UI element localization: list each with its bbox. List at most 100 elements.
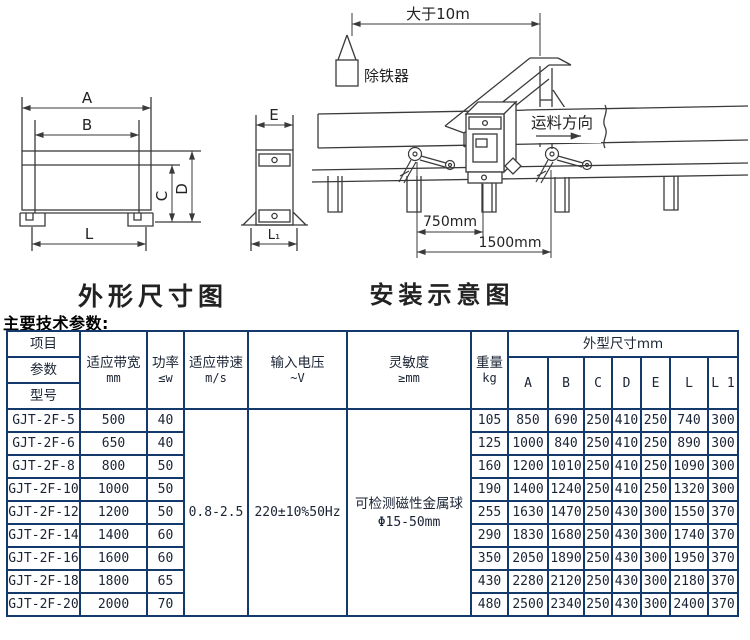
power-cell: 40 [146, 431, 185, 456]
power-cell: 50 [146, 477, 185, 502]
table-row: GJT-2F-20 2000 70 480 2500 2340 250 430 … [6, 592, 740, 617]
bandwidth-cell: 650 [79, 431, 148, 456]
dim-c-cell: 250 [583, 408, 613, 433]
dim-750-label: 750mm [423, 214, 477, 230]
dim-l1-cell: 370 [706, 569, 740, 594]
dim-a-cell: 1000 [507, 431, 549, 456]
dim-c-cell: 250 [583, 454, 613, 479]
weight-cell: 255 [470, 500, 509, 525]
dim-l1-cell: 300 [706, 431, 740, 456]
header-weight: 重量 kg [470, 330, 509, 410]
table-row: GJT-2F-18 1800 65 430 2280 2120 250 430 … [6, 569, 740, 594]
dim-c-cell: 250 [583, 431, 613, 456]
belt-break-line [603, 104, 607, 149]
bandwidth-cell: 500 [79, 408, 148, 433]
dim-a-cell: 1630 [507, 500, 549, 525]
distance-label: 大于10m [406, 5, 470, 23]
power-cell: 70 [146, 592, 185, 617]
dim-e-cell: 300 [640, 592, 671, 617]
dim-l1-cell: 300 [706, 477, 740, 502]
iron-remover-label: 除铁器 [364, 67, 409, 85]
dim-l1-cell: 370 [706, 592, 740, 617]
model-cell: GJT-2F-20 [6, 592, 81, 617]
dim-l-cell: 1320 [669, 477, 709, 502]
header-weight-label: 重量 [476, 354, 503, 371]
dim-e-cell: 250 [640, 408, 671, 433]
dim-l1-cell: 370 [706, 523, 740, 548]
dim-label-c: C [153, 191, 171, 201]
header-sensitivity-label: 灵敏度 [388, 354, 430, 371]
dim-e-cell: 300 [640, 569, 671, 594]
table-row: GJT-2F-6 650 40 125 1000 840 250 410 250… [6, 431, 740, 456]
table-row: GJT-2F-12 1200 50 255 1630 1470 250 430 … [6, 500, 740, 525]
bandwidth-cell: 800 [79, 454, 148, 479]
dim-l-cell: 890 [669, 431, 709, 456]
dim-b-cell: 1470 [547, 500, 585, 525]
dim-d-cell: 430 [611, 592, 642, 617]
dim-l1-cell: 370 [706, 500, 740, 525]
weight-cell: 105 [470, 408, 509, 433]
header-dim-a: A [507, 356, 549, 410]
dim-d-cell: 430 [611, 500, 642, 525]
dim-d-cell: 430 [611, 523, 642, 548]
header-row-3: 型号 [6, 382, 738, 410]
header-row-2: 参数 A B C D E L L 1 [6, 356, 740, 410]
bandwidth-cell: 1000 [79, 477, 148, 502]
dim-label-l: L [85, 225, 94, 243]
weight-cell: 290 [470, 523, 509, 548]
dim-a-cell: 2050 [507, 546, 549, 571]
dim-label-d: D [173, 183, 191, 195]
table-row: GJT-2F-5 500 40 0.8-2.5 220±10%50Hz 可检测磁… [6, 408, 740, 617]
front-view [19, 97, 201, 251]
dim-e-cell: 250 [640, 477, 671, 502]
dim-l1-cell: 300 [706, 454, 740, 479]
dim-a-cell: 850 [507, 408, 549, 433]
outline-diagram-caption: 外形尺寸图 [78, 282, 228, 311]
distance-dimension [351, 13, 541, 56]
header-param-label: 参数 [30, 362, 57, 378]
outline-dimension-diagram: A B C D L E L₁ 外形尺寸图 [19, 89, 308, 311]
bandwidth-cell: 1600 [79, 546, 148, 571]
dim-a-cell: 1400 [507, 477, 549, 502]
header-dimensions-group: 外型尺寸mm [506, 330, 740, 358]
header-speed-unit: m/s [205, 370, 227, 385]
dim-l-cell: 1740 [669, 523, 709, 548]
dim-e-cell: 300 [640, 500, 671, 525]
header-item: 项目 [6, 330, 81, 358]
dim-d-cell: 410 [611, 431, 642, 456]
dim-c-cell: 250 [583, 477, 613, 502]
dim-b-cell: 1890 [547, 546, 585, 571]
dim-l1-cell: 370 [706, 546, 740, 571]
weight-cell: 125 [470, 431, 509, 456]
dim-c-cell: 250 [583, 569, 613, 594]
dim-e-cell: 250 [640, 454, 671, 479]
dim-label-l1: L₁ [268, 228, 280, 243]
table-row: GJT-2F-16 1600 60 350 2050 1890 250 430 … [6, 546, 740, 571]
right-foot [127, 213, 154, 227]
spec-table: 项目 适应带宽 mm 功率 ≤w 适应带速 m/s 输入电压 ~V 灵敏度 ≥m… [6, 330, 740, 617]
header-dim-l1: L 1 [706, 356, 740, 410]
installation-diagram: 大于10m 除铁器 运料方向 [312, 5, 749, 309]
header-model: 型号 [6, 382, 81, 410]
header-voltage: 输入电压 ~V [247, 330, 348, 410]
dim-b-cell: 1240 [547, 477, 585, 502]
weight-cell: 480 [470, 592, 509, 617]
sensitivity-merged-cell: 可检测磁性金属球 Φ15-50mm [346, 408, 472, 617]
section-title: 主要技术参数: [3, 314, 109, 333]
sensitivity-line2: Φ15-50mm [377, 514, 441, 530]
dim-a-cell: 2500 [507, 592, 549, 617]
header-voltage-unit: ~V [290, 370, 305, 385]
model-cell: GJT-2F-10 [6, 477, 81, 502]
model-cell: GJT-2F-14 [6, 523, 81, 548]
header-dim-l: L [669, 356, 709, 410]
dim-l-cell: 1550 [669, 500, 709, 525]
dim-label-a: A [82, 89, 93, 107]
dim-e-cell: 300 [640, 523, 671, 548]
side-view-dimension-lines [250, 122, 297, 247]
dim-c-cell: 250 [583, 592, 613, 617]
header-dim-d: D [611, 356, 642, 410]
spacing-dimensions [416, 162, 552, 258]
dim-a-cell: 1200 [507, 454, 549, 479]
header-sensitivity: 灵敏度 ≥mm [346, 330, 472, 410]
direction-plate: 运料方向 [524, 107, 602, 143]
